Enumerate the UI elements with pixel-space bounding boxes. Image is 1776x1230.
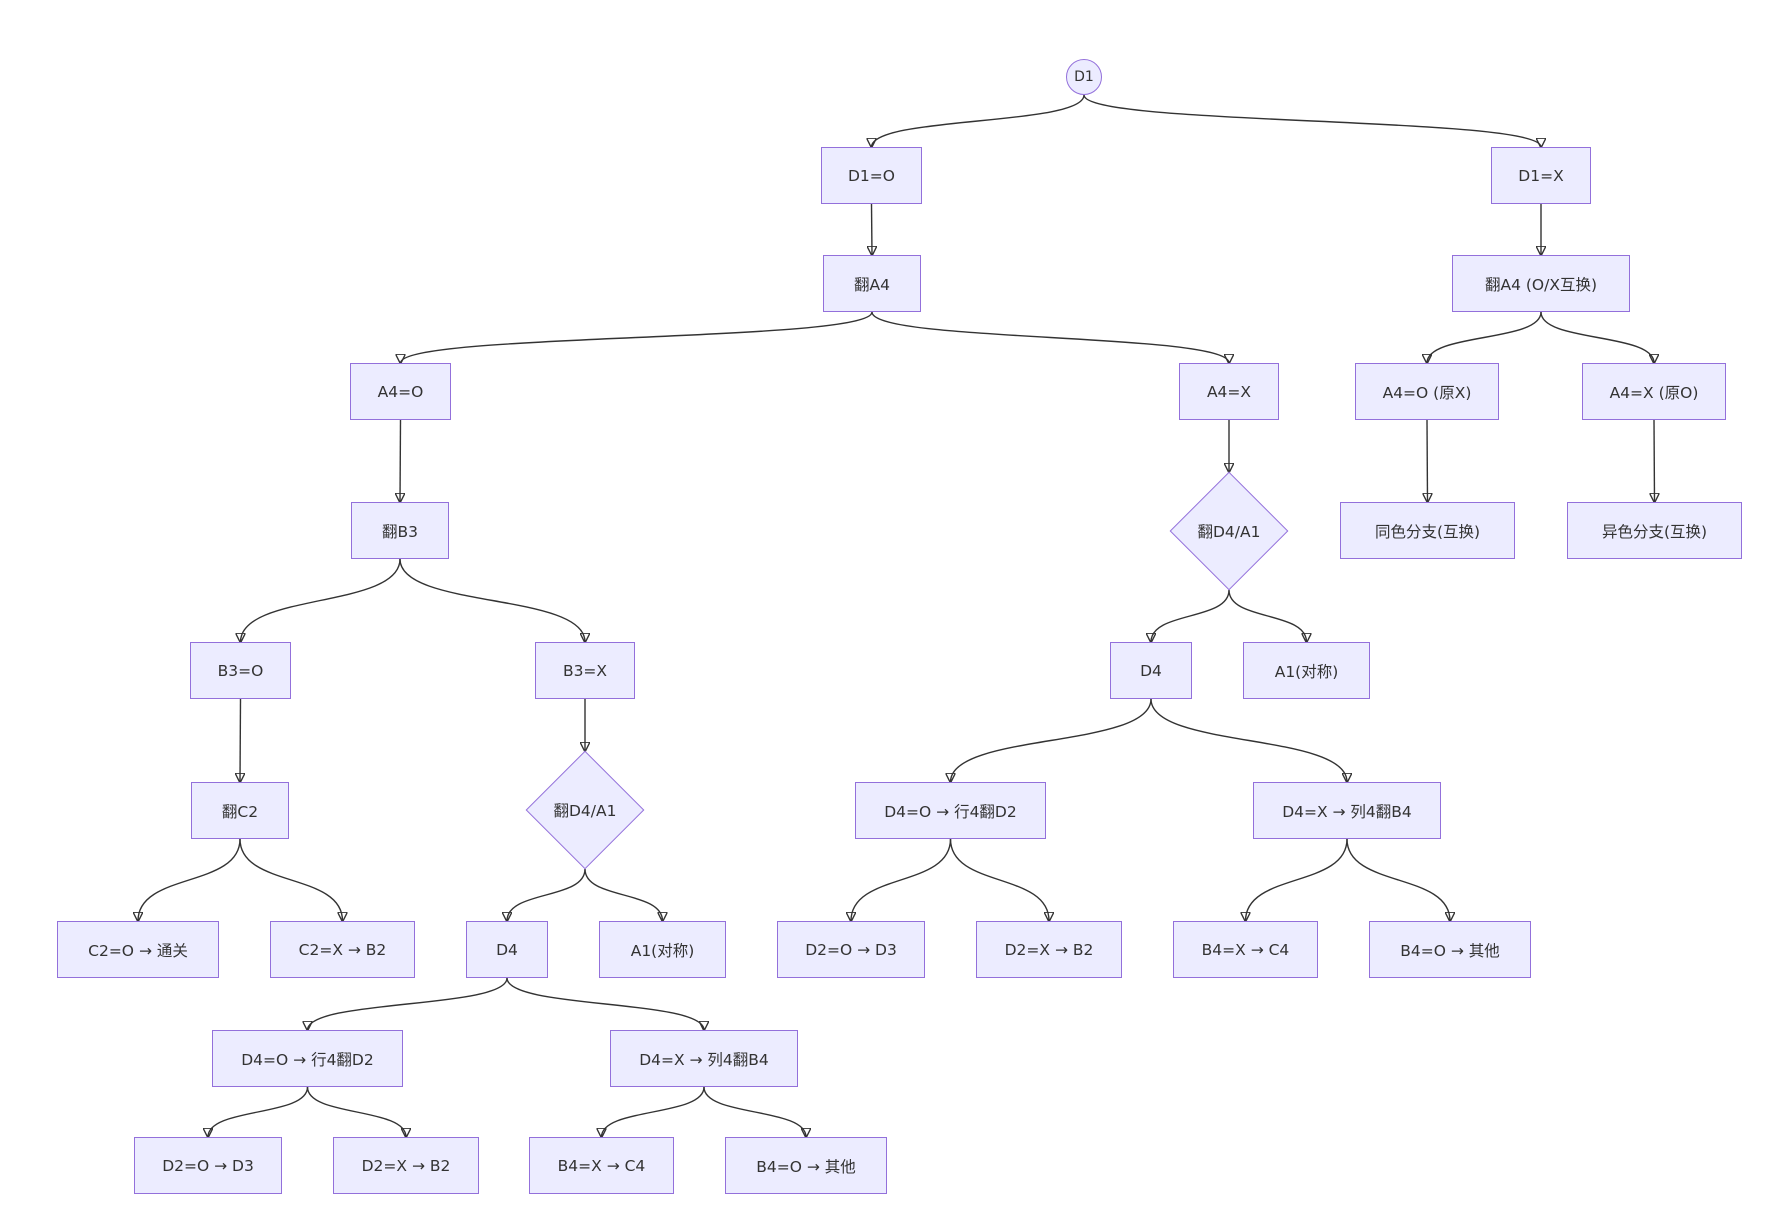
node-same-color-branch: 同色分支(互换): [1340, 502, 1515, 559]
edge-d4x_l-to-b4x_l: [602, 1086, 705, 1137]
edge-a4o-to-flipB3: [400, 419, 401, 502]
edge-d4o_r-to-d2o_r: [851, 838, 952, 921]
node-b3-o: B3=O: [190, 642, 291, 699]
node-d4-o-row4-flip-d2-right: D4=O → 行4翻D2: [855, 782, 1046, 839]
node-d1-o: D1=O: [821, 147, 922, 204]
edge-d1-to-d1x: [1083, 94, 1541, 147]
node-decision-flip-d4-a1-right: 翻D4/A1: [1169, 471, 1289, 591]
node-d1-x: D1=X: [1491, 147, 1591, 204]
edge-a4o_orig-to-same: [1427, 419, 1428, 502]
edge-flipA4swap-to-a4o_orig: [1427, 311, 1542, 363]
node-b4-x-c4-right: B4=X → C4: [1173, 921, 1318, 978]
edge-flipA4-to-a4o: [401, 311, 873, 363]
node-a4-x: A4=X: [1179, 363, 1279, 420]
edge-a4x_orig-to-diff: [1654, 419, 1655, 502]
node-b4-x-c4-left: B4=X → C4: [529, 1137, 674, 1194]
node-flip-a4: 翻A4: [823, 255, 921, 312]
node-decision-flip-d4-a1-left: 翻D4/A1: [525, 750, 645, 870]
edge-flipA4swap-to-a4x_orig: [1540, 311, 1654, 363]
node-flip-a4-swap: 翻A4 (O/X互换): [1452, 255, 1630, 312]
edge-flipB3-to-b3x: [399, 558, 585, 642]
edge-d4o_r-to-d2x_r: [949, 838, 1050, 921]
node-d1: D1: [1066, 59, 1102, 95]
node-b4-o-other-right: B4=O → 其他: [1369, 921, 1531, 978]
node-d2-o-d3-left: D2=O → D3: [134, 1137, 282, 1194]
edge-flipD4A1_l-to-a1_l: [584, 868, 663, 921]
edge-d4x_r-to-b4o_r: [1346, 838, 1450, 921]
node-c2-x-b2: C2=X → B2: [270, 921, 415, 978]
node-d2-x-b2-left: D2=X → B2: [333, 1137, 479, 1194]
edge-flipA4-to-a4x: [871, 311, 1229, 363]
node-flip-c2: 翻C2: [191, 782, 289, 839]
node-d2-o-d3-right: D2=O → D3: [777, 921, 925, 978]
edge-flipB3-to-b3o: [241, 558, 401, 642]
edge-flipC2-to-c2o: [138, 838, 241, 921]
node-flip-b3: 翻B3: [351, 502, 449, 559]
edge-flipC2-to-c2x: [239, 838, 343, 921]
edge-d4_l-to-d4x_l: [506, 977, 704, 1030]
edge-flipD4A1_l-to-d4_l: [507, 868, 586, 921]
edge-d1-to-d1o: [872, 94, 1085, 147]
node-a4-o-orig-x: A4=O (原X): [1355, 363, 1499, 420]
edge-d4_r-to-d4x_r: [1150, 698, 1347, 782]
node-d4-x-col4-flip-b4-left: D4=X → 列4翻B4: [610, 1030, 798, 1087]
node-a4-x-orig-o: A4=X (原O): [1582, 363, 1726, 420]
edge-d4_l-to-d4o_l: [308, 977, 508, 1030]
edge-d4o_l-to-d2o_l: [208, 1086, 309, 1137]
node-d4-right: D4: [1110, 642, 1192, 699]
edge-d1o-to-flipA4: [872, 203, 873, 255]
edge-d4_r-to-d4o_r: [951, 698, 1152, 782]
node-c2-o-clear: C2=O → 通关: [57, 921, 219, 978]
node-a1-symmetric-right: A1(对称): [1243, 642, 1370, 699]
edge-d4x_r-to-b4x_r: [1246, 838, 1348, 921]
edge-d4o_l-to-d2x_l: [306, 1086, 407, 1137]
node-a1-symmetric-left: A1(对称): [599, 921, 726, 978]
node-d2-x-b2-right: D2=X → B2: [976, 921, 1122, 978]
node-a4-o: A4=O: [350, 363, 451, 420]
edge-flipD4A1_r-to-a1_r: [1228, 589, 1307, 642]
edge-flipD4A1_r-to-d4_r: [1151, 589, 1230, 642]
node-b3-x: B3=X: [535, 642, 635, 699]
node-d4-o-row4-flip-d2-left: D4=O → 行4翻D2: [212, 1030, 403, 1087]
node-diff-color-branch: 异色分支(互换): [1567, 502, 1742, 559]
edge-b3o-to-flipC2: [240, 698, 241, 782]
node-b4-o-other-left: B4=O → 其他: [725, 1137, 887, 1194]
node-d4-left: D4: [466, 921, 548, 978]
edge-d4x_l-to-b4o_l: [703, 1086, 806, 1137]
node-d4-x-col4-flip-b4-right: D4=X → 列4翻B4: [1253, 782, 1441, 839]
